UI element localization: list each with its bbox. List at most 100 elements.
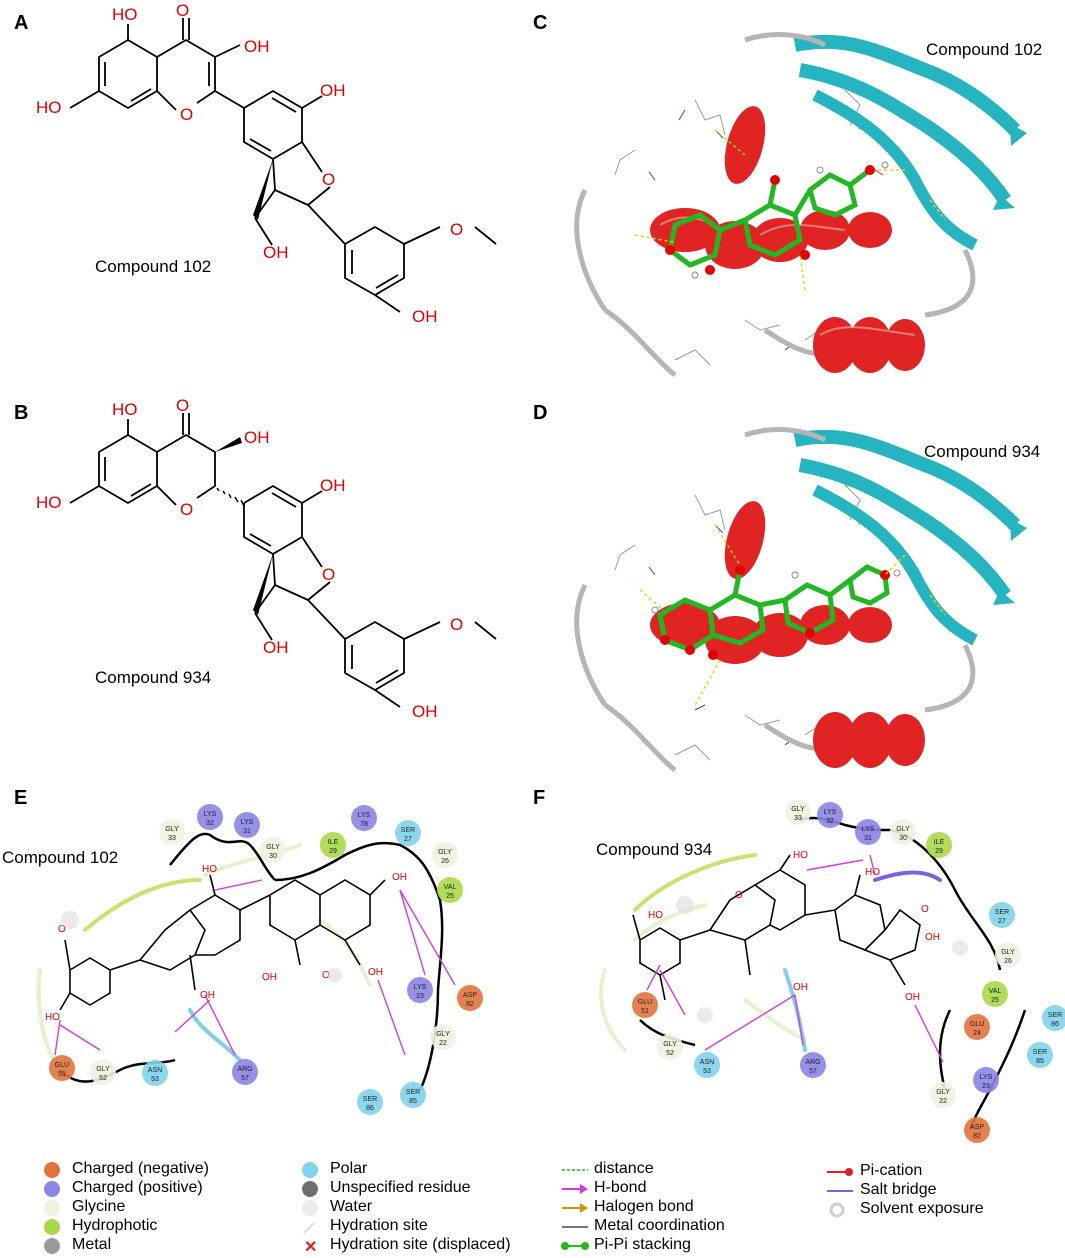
residue-name: ASP bbox=[463, 992, 477, 999]
residue-name: ARG bbox=[805, 1059, 820, 1066]
legend-distance: distance bbox=[594, 1160, 654, 1177]
atom-label-ho: HO bbox=[793, 850, 808, 861]
residue-name: GLU bbox=[970, 1021, 984, 1028]
residue-number: 57 bbox=[241, 1075, 249, 1082]
residue-name: GLY bbox=[1001, 949, 1015, 956]
residue-number: 52 bbox=[666, 1050, 674, 1057]
atom-label-oh: OH bbox=[244, 428, 270, 447]
residue-number: 25 bbox=[991, 997, 999, 1004]
legend-pi-pi-stacking: Pi-Pi stacking bbox=[594, 1236, 691, 1253]
residue-number: 29 bbox=[935, 848, 943, 855]
residue-name: ASN bbox=[700, 1059, 714, 1066]
h-bond bbox=[174, 999, 211, 1033]
h-bond bbox=[806, 859, 864, 871]
panel-letter-c: C bbox=[533, 12, 548, 34]
residue-name: LYS bbox=[414, 984, 427, 991]
residue-number: 33 bbox=[794, 815, 802, 822]
atom-label-oh: OH bbox=[925, 932, 940, 943]
residue-name: GLY bbox=[266, 844, 280, 851]
solvent-exposure-marker bbox=[952, 940, 968, 956]
atom-label-o: O bbox=[176, 396, 189, 415]
legend-glycine-icon bbox=[44, 1200, 60, 1216]
atom-label-oh: OH bbox=[320, 476, 346, 495]
atom-label-o: O bbox=[450, 220, 463, 239]
residue-name: LYS bbox=[204, 811, 217, 818]
residue-number: 30 bbox=[899, 835, 907, 842]
residue-number: 30 bbox=[269, 853, 277, 860]
structure-compound-102: HO O OH HO O OH O OH O OH bbox=[36, 1, 497, 326]
interaction-diagram-compound-934: HO HO O OH OH OH HO O GLY33LYS32LYS31GLY… bbox=[599, 800, 1065, 1143]
h-bond bbox=[659, 969, 686, 1016]
residue-number: 26 bbox=[1004, 958, 1012, 965]
residue-number: 85 bbox=[1036, 1058, 1044, 1065]
legend-hydration-site-displaced: Hydration site (displaced) bbox=[330, 1236, 511, 1253]
structure-compound-934: HO O OH HO O OH O OH O OH bbox=[36, 396, 497, 721]
docking-pose-compound-102 bbox=[574, 32, 1027, 377]
legend-metal-icon bbox=[44, 1238, 60, 1254]
residue-number: 53 bbox=[151, 1076, 159, 1083]
atom-label-oh: OH bbox=[905, 992, 920, 1003]
atom-label-o: O bbox=[322, 565, 335, 584]
caption-d: Compound 934 bbox=[924, 442, 1041, 461]
caption-a: Compound 102 bbox=[95, 257, 212, 276]
residue-name: LYS bbox=[824, 809, 837, 816]
legend-salt-bridge: Salt bridge bbox=[860, 1181, 937, 1198]
legend-pi-cation: Pi-cation bbox=[860, 1162, 923, 1179]
atom-label-ho: HO bbox=[112, 400, 138, 419]
residue-name: VAL bbox=[989, 988, 1002, 995]
residue-number: 31 bbox=[864, 835, 872, 842]
legend-hydration-site-icon bbox=[303, 1222, 315, 1234]
atom-label-oh: OH bbox=[320, 81, 346, 100]
atom-label-oh: OH bbox=[244, 37, 270, 56]
atom-label-oh: OH bbox=[262, 972, 277, 983]
residue-number: 51 bbox=[58, 1071, 66, 1078]
atom-label-o: O bbox=[58, 924, 66, 935]
atom-label-oh: OH bbox=[263, 638, 289, 657]
h-bond bbox=[59, 1024, 101, 1051]
h-bond bbox=[214, 879, 263, 891]
residue-number: 57 bbox=[809, 1068, 817, 1075]
residue-e-gly-30: GLY 30 bbox=[260, 837, 286, 863]
residue-name: SER bbox=[1048, 1012, 1062, 1019]
residue-name: SER bbox=[995, 909, 1009, 916]
residue-number: 32 bbox=[826, 818, 834, 825]
legend-polar-icon bbox=[302, 1162, 318, 1178]
residue-number: 82 bbox=[973, 1133, 981, 1140]
residue-name: GLY bbox=[936, 1089, 950, 1096]
legend-water: Water bbox=[330, 1198, 373, 1215]
panel-letter-f: F bbox=[533, 787, 546, 809]
legend-negative-icon bbox=[44, 1162, 60, 1178]
atom-label-o: O bbox=[735, 890, 743, 901]
h-bond bbox=[54, 1019, 61, 1056]
legend-unspecified-icon bbox=[302, 1181, 318, 1197]
atom-label-ho: HO bbox=[112, 5, 138, 24]
h-bond bbox=[869, 854, 876, 876]
legend: Charged (negative) Charged (positive) Gl… bbox=[0, 1158, 1065, 1258]
atom-label-oh: OH bbox=[263, 243, 289, 262]
legend-solvent-exposure-icon bbox=[829, 1202, 845, 1218]
atom-label-o: O bbox=[176, 1, 189, 20]
solvent-exposure-marker bbox=[61, 911, 79, 929]
residue-f-arg-57: ARG 57 bbox=[800, 1052, 826, 1078]
residue-name: ARG bbox=[237, 1066, 252, 1073]
residue-f-val-25: VAL 25 bbox=[982, 981, 1008, 1007]
caption-f: Compound 934 bbox=[596, 840, 713, 859]
residue-number: 86 bbox=[366, 1105, 374, 1112]
atom-label-oh: OH bbox=[368, 967, 383, 978]
